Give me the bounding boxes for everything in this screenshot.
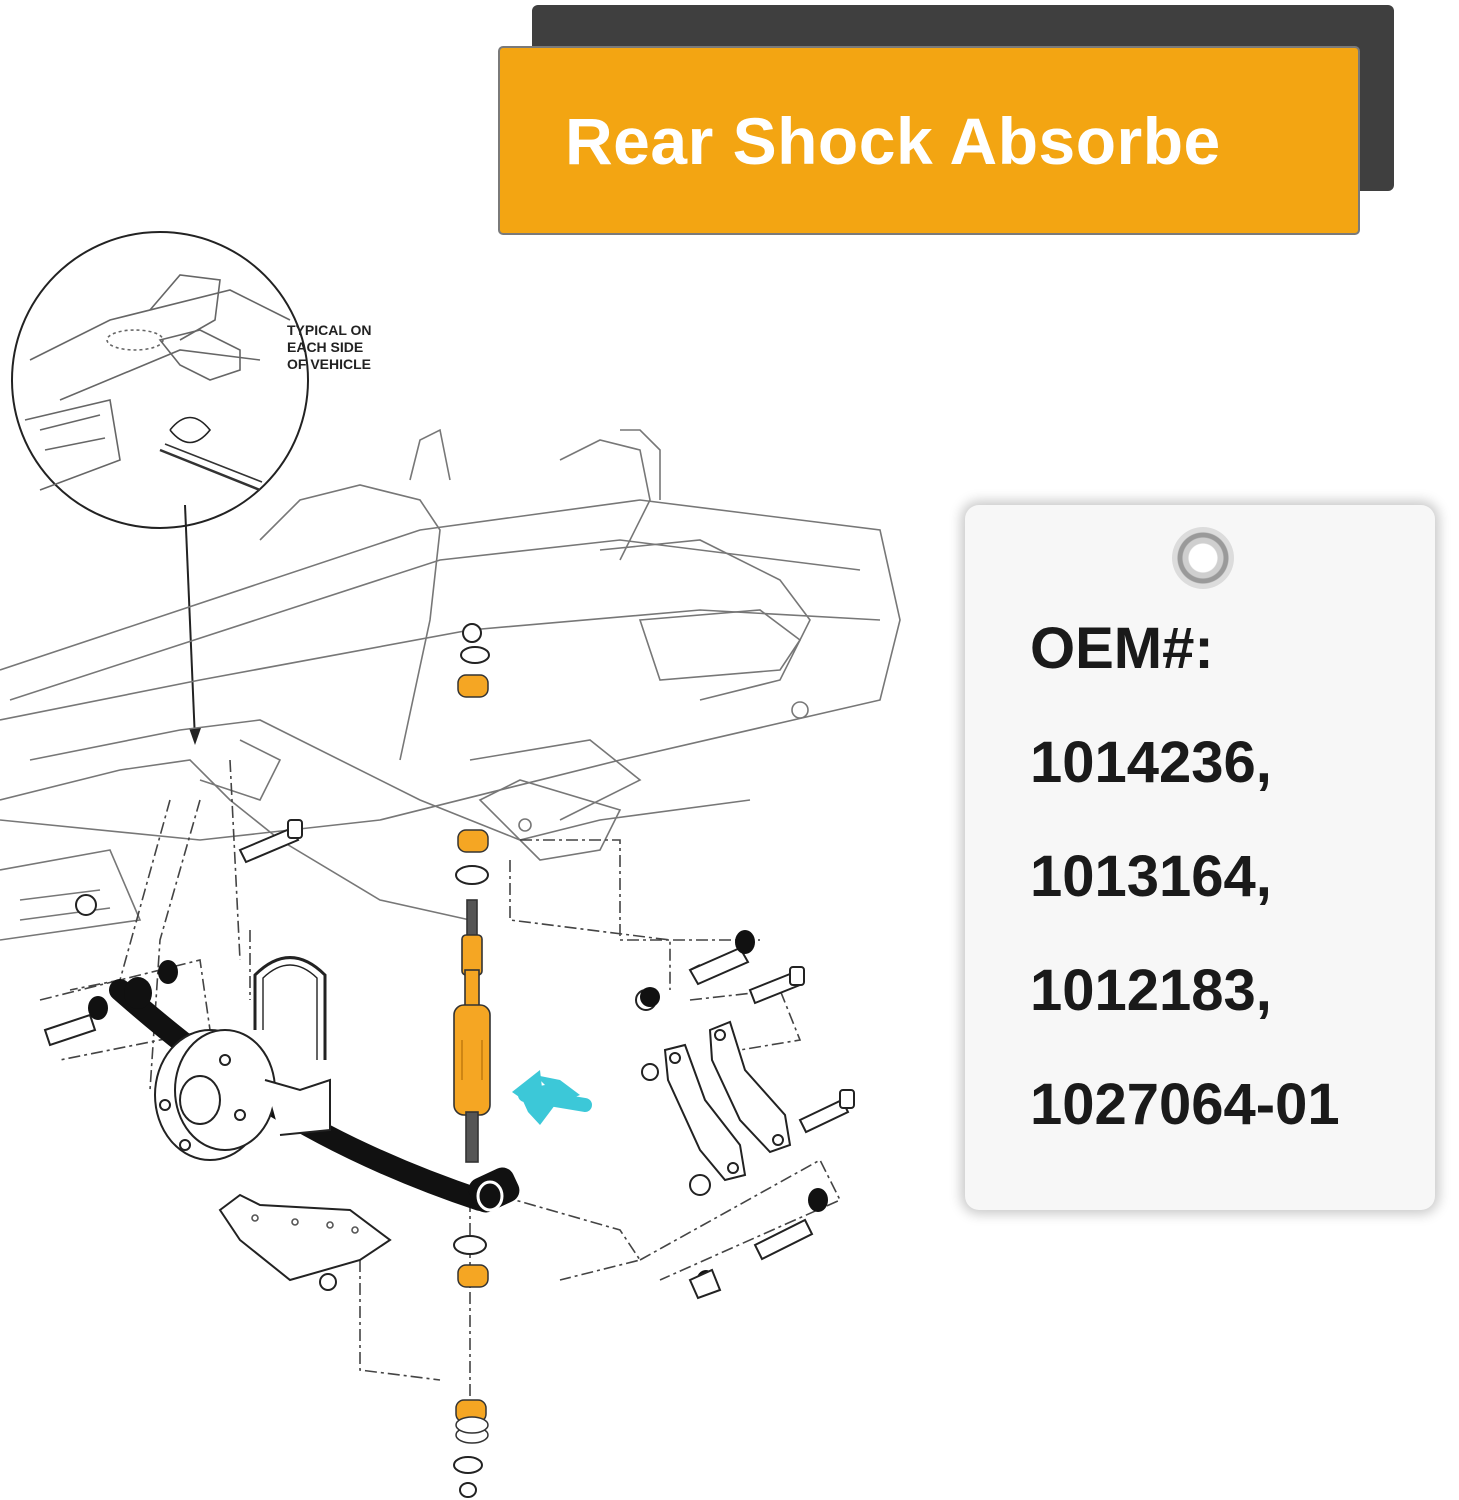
banner-title: Rear Shock Absorbe <box>565 103 1221 178</box>
spring-shackles <box>663 1020 792 1182</box>
orange-bushings <box>455 674 489 1423</box>
title-banner: Rear Shock Absorbe <box>498 46 1360 235</box>
callout-note-line-2: EACH SIDE <box>287 339 363 355</box>
callout-note-line-1: TYPICAL ON <box>287 322 372 338</box>
callout-note-line-3: OF VEHICLE <box>287 356 371 372</box>
oem-number: 1027064-01 <box>1030 1072 1340 1137</box>
detail-callout-circle <box>11 231 309 529</box>
u-bolt <box>253 956 327 1060</box>
mounting-plate <box>218 1193 392 1282</box>
assembly-dash-lines <box>39 759 842 1400</box>
spring-eye-rear <box>468 1167 520 1213</box>
oem-number: 1012183, <box>1030 958 1272 1023</box>
oem-number: 1014236, <box>1030 730 1272 795</box>
shock-absorber <box>453 899 491 1163</box>
vehicle-frame <box>0 428 901 941</box>
wheel-hub <box>154 1029 331 1161</box>
oem-number-list: OEM#: 1014236, 1013164, 1012183, 1027064… <box>1030 610 1340 1180</box>
rear-suspension-diagram: TYPICAL ON EACH SIDE OF VEHICLE <box>0 231 901 1498</box>
oem-tag-card: OEM#: 1014236, 1013164, 1012183, 1027064… <box>965 505 1435 1210</box>
oem-number: 1013164, <box>1030 844 1272 909</box>
tag-hole-icon <box>1172 527 1234 589</box>
detail-callout-drawing <box>24 274 291 492</box>
callout-leader <box>184 504 196 741</box>
oem-label: OEM#: <box>1030 616 1214 681</box>
